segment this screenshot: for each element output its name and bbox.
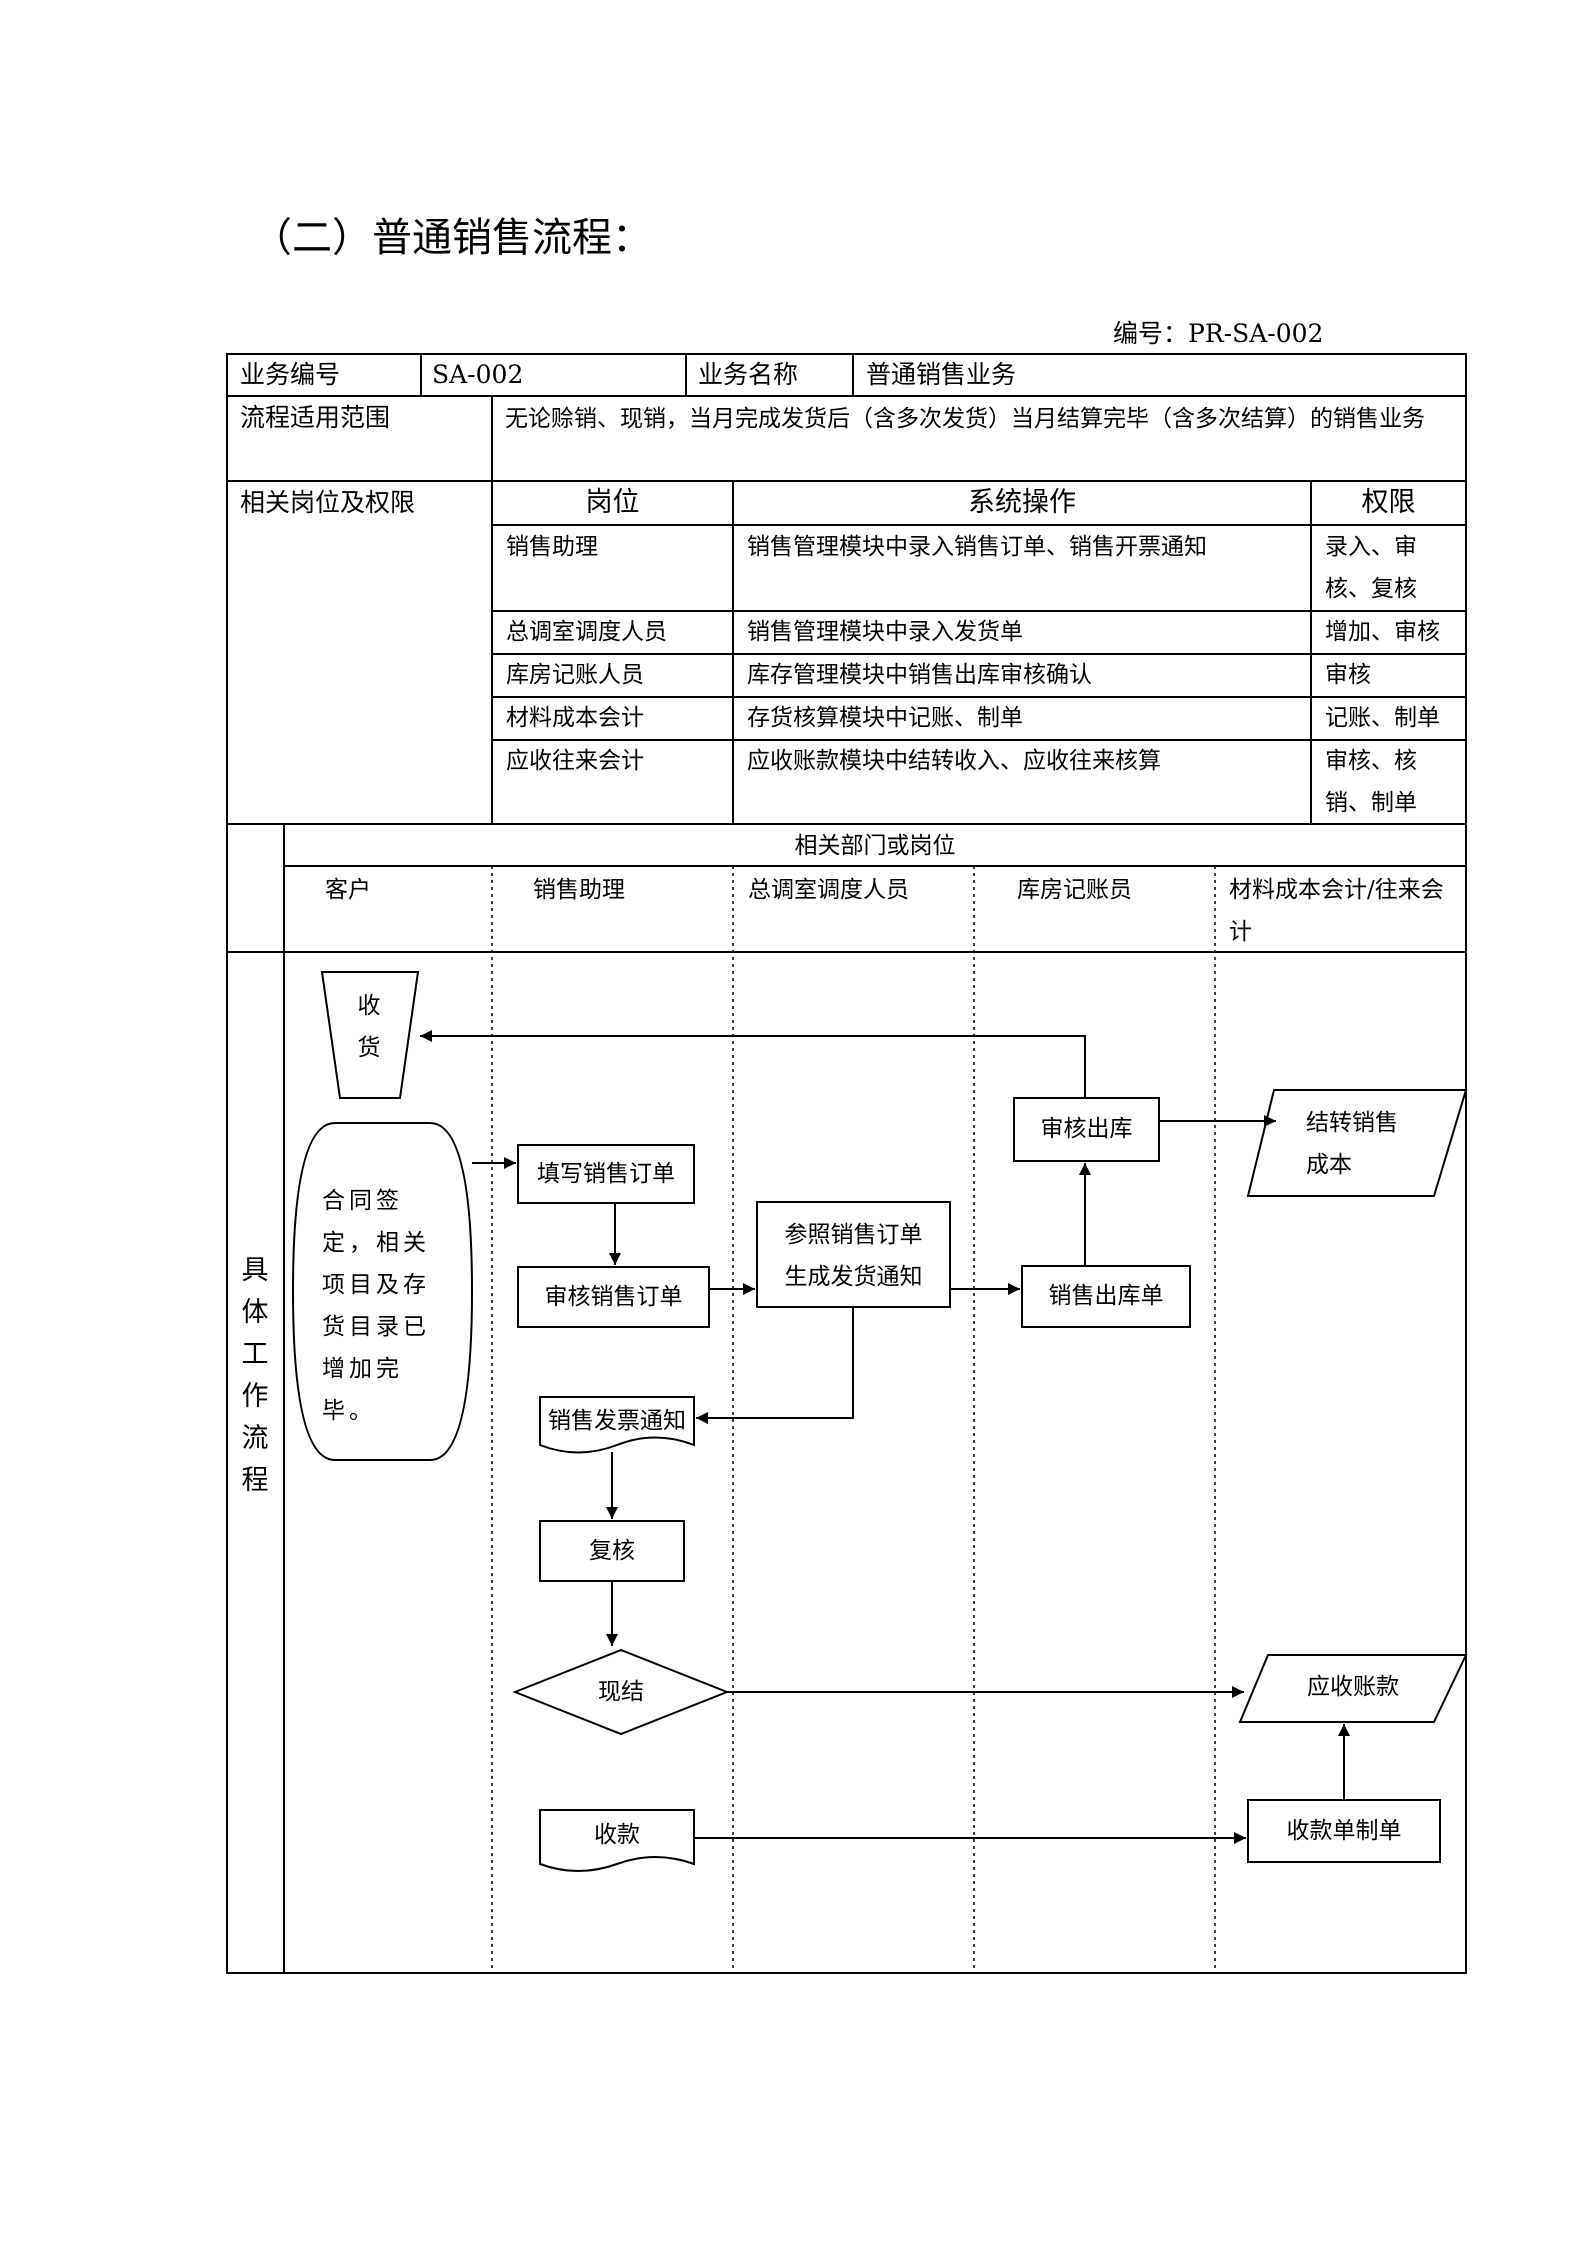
roles-label: 相关岗位及权限 xyxy=(240,488,416,517)
biz-no-label: 业务编号 xyxy=(240,360,341,389)
roles-header-permission: 权限 xyxy=(1361,487,1416,518)
fill-order-shape xyxy=(517,1144,695,1204)
outbound-shape xyxy=(1021,1265,1191,1328)
review-outbound-shape xyxy=(1013,1097,1160,1162)
collection-node: 收款 xyxy=(594,1822,640,1848)
scope-label: 流程适用范围 xyxy=(240,403,391,432)
lane-sales-assistant: 销售助理 xyxy=(533,877,625,903)
lane-warehouse: 库房记账员 xyxy=(1017,877,1132,903)
lane-accounting: 材料成本会计/往来会计 xyxy=(1229,877,1444,945)
document-number: 编号：PR-SA-002 xyxy=(1113,319,1324,348)
contract-node-shape xyxy=(291,1122,474,1461)
role-operation: 存货核算模块中记账、制单 xyxy=(747,705,1023,731)
lane-dispatch: 总调室调度人员 xyxy=(748,877,909,903)
role-operation: 销售管理模块中录入销售订单、销售开票通知 xyxy=(747,534,1207,560)
cash-settle-node: 现结 xyxy=(598,1679,644,1705)
lane-customer: 客户 xyxy=(325,877,371,903)
receipt-voucher-shape xyxy=(1247,1799,1441,1863)
role-post: 总调室调度人员 xyxy=(506,619,667,645)
invoice-notice-node: 销售发票通知 xyxy=(548,1408,686,1434)
receipt-voucher-node: 收款单制单 xyxy=(1286,1818,1402,1844)
role-post: 库房记账人员 xyxy=(506,662,644,688)
role-post: 材料成本会计 xyxy=(506,705,644,731)
gen-delivery-node: 参照销售订单生成发货通知 xyxy=(784,1222,923,1290)
receive-node: 收货 xyxy=(357,993,381,1061)
role-post: 销售助理 xyxy=(506,534,598,560)
receivable-shape xyxy=(1238,1654,1468,1723)
role-permission: 录入、审核、复核 xyxy=(1325,534,1417,602)
flow-section-label: 具体工作流程 xyxy=(241,1255,269,1496)
carry-cost-node: 结转销售成本 xyxy=(1306,1110,1398,1178)
invoice-notice-shape xyxy=(539,1396,695,1454)
role-post: 应收往来会计 xyxy=(506,748,644,774)
role-operation: 库存管理模块中销售出库审核确认 xyxy=(747,662,1092,688)
receive-node-shape xyxy=(320,971,420,1099)
roles-header-operation: 系统操作 xyxy=(968,487,1076,518)
roles-header-post: 岗位 xyxy=(585,487,640,518)
outbound-node: 销售出库单 xyxy=(1048,1283,1164,1309)
role-operation: 销售管理模块中录入发货单 xyxy=(747,619,1023,645)
collection-shape xyxy=(539,1809,695,1872)
recheck-shape xyxy=(539,1520,685,1582)
review-outbound-node: 审核出库 xyxy=(1040,1116,1133,1142)
page-title: （二）普通销售流程： xyxy=(252,215,652,261)
role-permission: 审核、核销、制单 xyxy=(1325,748,1417,816)
gen-delivery-shape xyxy=(756,1201,951,1308)
role-permission: 记账、制单 xyxy=(1325,705,1440,731)
receivable-node: 应收账款 xyxy=(1307,1674,1399,1700)
review-order-node: 审核销售订单 xyxy=(544,1284,683,1310)
biz-no-value: SA-002 xyxy=(432,360,524,389)
biz-name-label: 业务名称 xyxy=(698,360,799,389)
fill-order-node: 填写销售订单 xyxy=(537,1161,675,1187)
carry-cost-shape xyxy=(1246,1089,1468,1197)
scope-value: 无论赊销、现销，当月完成发货后（含多次发货）当月结算完毕（含多次结算）的销售业务 xyxy=(505,406,1425,432)
role-permission: 审核 xyxy=(1325,662,1371,688)
departments-header: 相关部门或岗位 xyxy=(794,833,956,859)
role-operation: 应收账款模块中结转收入、应收往来核算 xyxy=(747,748,1161,774)
recheck-node: 复核 xyxy=(589,1538,635,1564)
contract-node: 合同签定，相关项目及存货目录已增加完毕。 xyxy=(322,1188,430,1424)
review-order-shape xyxy=(517,1266,710,1328)
role-permission: 增加、审核 xyxy=(1325,619,1440,645)
biz-name-value: 普通销售业务 xyxy=(866,360,1017,389)
